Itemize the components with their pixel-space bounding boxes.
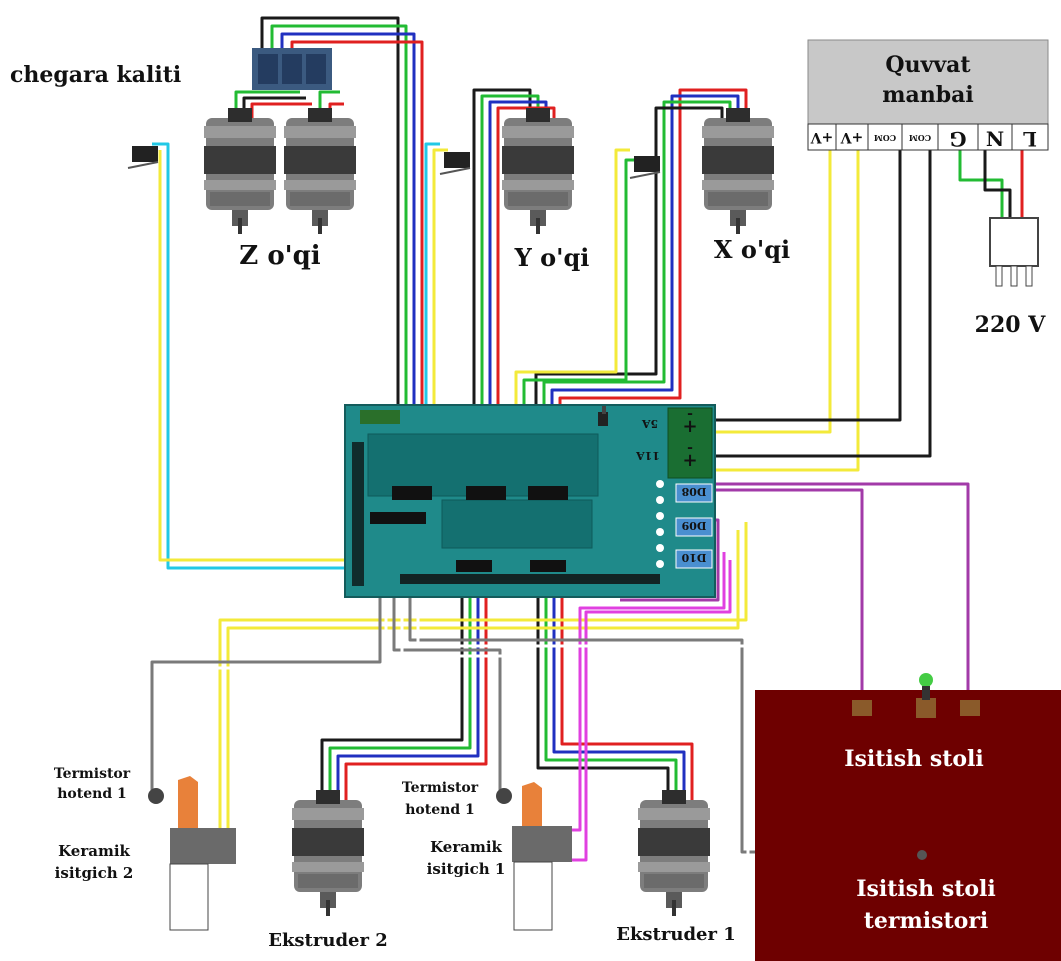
- endstop-switch-2-icon: [439, 152, 471, 175]
- hotend-left-icon: [169, 776, 236, 931]
- mains-voltage-label: 220 V: [975, 312, 1047, 338]
- extruder-2-label: Ekstruder 2: [268, 930, 388, 951]
- psu-terminal-strip: +V +V COM COM G N L: [807, 123, 1049, 151]
- thermistor-right-label-line1: Termistor: [402, 780, 479, 796]
- control-board: + + - - 5A 11A D08 D09 D10: [344, 404, 716, 598]
- extruder-2-motor-icon: [292, 790, 364, 916]
- mains-plug-icon: [989, 217, 1039, 287]
- board-label-d09: D09: [682, 519, 707, 532]
- y-axis-label: Y o'qi: [514, 243, 590, 272]
- psu-terminal-label: COM: [874, 133, 896, 143]
- extruder-1-motor-icon: [638, 790, 710, 916]
- board-plus-bottom: +: [682, 450, 697, 471]
- limit-switch-label: chegara kaliti: [10, 62, 181, 88]
- psu-terminal-label: G: [949, 127, 966, 151]
- board-label-11a: 11A: [636, 449, 660, 462]
- heated-bed-label: Isitish stoli: [844, 746, 984, 772]
- x-stepper-motor-icon: [702, 108, 774, 234]
- psu-terminal-label: L: [1023, 127, 1037, 151]
- thermistor-right-icon: [496, 788, 512, 804]
- board-minus-bottom: -: [687, 440, 693, 456]
- board-label-d10: D10: [681, 551, 706, 564]
- heater-right-label-line2: isitgich 1: [427, 860, 506, 878]
- board-minus-top: -: [687, 406, 693, 422]
- board-plus-top: +: [682, 416, 697, 437]
- x-axis-label: X o'qi: [714, 235, 790, 264]
- endstop-switch-3-icon: [629, 156, 661, 179]
- z-stepper-motor-2-icon: [284, 108, 356, 234]
- thermistor-left-label-line2: hotend 1: [57, 786, 126, 802]
- heater-right-label-line1: Keramik: [430, 838, 502, 856]
- power-supply-title-line1: Quvvat: [885, 52, 971, 78]
- thermistor-left-icon: [148, 788, 164, 804]
- thermistor-right-label-line2: hotend 1: [405, 802, 474, 818]
- psu-terminal-label: +V: [810, 129, 834, 145]
- heater-left-label-line1: Keramik: [58, 842, 130, 860]
- z-axis-label: Z o'qi: [239, 241, 321, 271]
- board-label-d08: D08: [681, 485, 706, 498]
- heater-left-label-line2: isitgich 2: [55, 864, 134, 882]
- limit-switch-connector: [252, 48, 332, 90]
- psu-terminal-label: COM: [909, 133, 931, 143]
- z-stepper-motor-1-icon: [204, 108, 276, 234]
- psu-terminal-label: N: [986, 127, 1004, 151]
- bed-thermistor-label-line1: Isitish stoli: [856, 876, 996, 902]
- hotend-right-icon: [512, 782, 572, 931]
- power-supply: Quvvat manbai +V +V COM COM G N L: [807, 39, 1049, 151]
- bed-thermistor-label-line2: termistori: [864, 908, 989, 934]
- y-stepper-motor-icon: [502, 108, 574, 234]
- endstop-switch-1-icon: [127, 146, 159, 169]
- extruder-1-label: Ekstruder 1: [616, 924, 736, 945]
- psu-terminal-label: +V: [840, 129, 864, 145]
- heated-bed: Isitish stoli Isitish stoli termistori: [755, 673, 1061, 961]
- thermistor-left-label-line1: Termistor: [54, 766, 131, 782]
- board-label-5a: 5A: [641, 417, 658, 430]
- power-supply-title-line2: manbai: [882, 82, 974, 108]
